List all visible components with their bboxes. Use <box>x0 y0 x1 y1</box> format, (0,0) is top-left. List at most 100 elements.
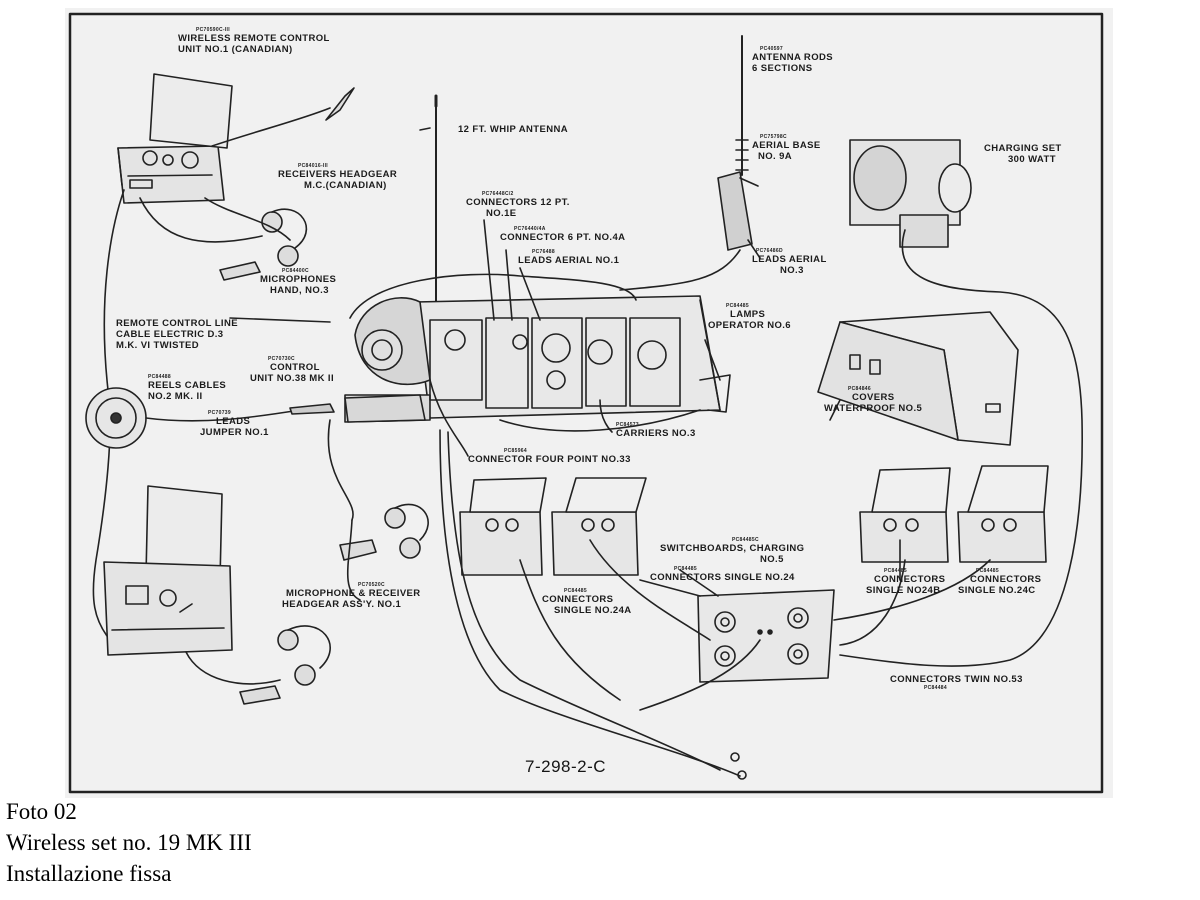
label-charging-set: CHARGING SET 300 WATT <box>984 143 1062 165</box>
label-remote-control-line: REMOTE CONTROL LINE CABLE ELECTRIC D.3 M… <box>116 318 238 351</box>
part-number: PC84485 <box>884 568 907 574</box>
label-line: UNIT NO.38 MK II <box>250 373 334 384</box>
label-line: NO.1E <box>486 208 517 219</box>
part-number: PC40597 <box>760 46 783 52</box>
label-line: CONTROL <box>270 362 320 373</box>
part-number: PC76486D <box>756 248 783 254</box>
label-line: ANTENNA RODS <box>752 52 833 63</box>
figure-number: 7-298-2-C <box>525 757 607 776</box>
label-remote-control-unit: PC70590C-III WIRELESS REMOTE CONTROL UNI… <box>178 27 330 55</box>
label-line: SINGLE NO.24A <box>554 605 632 616</box>
label-line: NO.3 <box>780 265 804 276</box>
label-line: REELS CABLES <box>148 380 227 391</box>
label-lamps: PC84485 LAMPS OPERATOR NO.6 <box>708 303 791 331</box>
label-line: AERIAL BASE <box>752 140 821 151</box>
wireless-set-19 <box>344 295 731 423</box>
label-line: NO.5 <box>760 554 784 565</box>
switchboard-charging <box>697 589 835 683</box>
waterproof-cover <box>817 311 1019 446</box>
label-connectors-single-24a: PC84485 CONNECTORS SINGLE NO.24A <box>540 588 632 616</box>
battery-pair-center <box>459 477 647 576</box>
part-number: PC85964 <box>504 448 527 454</box>
label-line: HEADGEAR ASS'Y. NO.1 <box>282 599 402 610</box>
antenna-rods <box>619 35 753 291</box>
part-number: PC84400C <box>282 268 309 274</box>
part-number: PC84016-III <box>298 163 328 169</box>
label-line: 12 FT. WHIP ANTENNA <box>458 124 568 135</box>
label-line: LEADS <box>216 416 251 427</box>
label-line: LEADS AERIAL NO.1 <box>518 255 620 266</box>
charging-set <box>839 139 1083 667</box>
label-line: LAMPS <box>730 309 766 320</box>
part-number: PC84485C <box>732 537 759 543</box>
label-line: SINGLE NO.24C <box>958 585 1036 596</box>
part-number: PC84485 <box>564 588 587 594</box>
label-line: JUMPER NO.1 <box>200 427 269 438</box>
battery-pair-right <box>859 465 1049 563</box>
part-number: PC84485 <box>726 303 749 309</box>
label-carriers: PC84573 CARRIERS NO.3 <box>616 422 696 439</box>
label-line: HAND, NO.3 <box>270 285 329 296</box>
label-line: CHARGING SET <box>984 143 1062 154</box>
part-number: PC76448C/2 <box>482 191 514 197</box>
label-mic-receiver-assy: PC70520C MICROPHONE & RECEIVER HEADGEAR … <box>282 582 421 610</box>
label-line: CONNECTORS SINGLE NO.24 <box>650 572 795 583</box>
label-line: 6 SECTIONS <box>752 63 813 74</box>
label-line: CONNECTORS 12 PT. <box>466 197 570 208</box>
label-line: RECEIVERS HEADGEAR <box>278 169 398 180</box>
label-line: COVERS <box>852 392 895 403</box>
part-number: PC70739 <box>208 410 231 416</box>
caption-line-1: Foto 02 <box>6 799 77 824</box>
part-number: PC84485 <box>976 568 999 574</box>
part-number: PC84488 <box>148 374 171 380</box>
label-line: UNIT NO.1 (CANADIAN) <box>178 44 293 55</box>
label-line: CARRIERS NO.3 <box>616 428 696 439</box>
part-number: PC76488 <box>532 249 555 255</box>
label-covers: PC84846 COVERS WATERPROOF NO.5 <box>824 386 922 414</box>
part-number: PC76440/4A <box>514 226 546 232</box>
label-line: SWITCHBOARDS, CHARGING <box>660 543 805 554</box>
label-connectors-single-24c: PC84485 CONNECTORS SINGLE NO.24C <box>958 568 1041 596</box>
label-line: WIRELESS REMOTE CONTROL <box>178 33 330 44</box>
label-line: REMOTE CONTROL LINE <box>116 318 238 329</box>
label-connector-6pt: PC76440/4A CONNECTOR 6 PT. NO.4A <box>500 226 625 243</box>
label-antenna-rods: PC40597 ANTENNA RODS 6 SECTIONS <box>752 46 833 74</box>
label-line: NO.2 MK. II <box>148 391 203 402</box>
label-connector-four-point: PC85964 CONNECTOR FOUR POINT NO.33 <box>468 448 631 465</box>
photo-caption: Foto 02 Wireless set no. 19 MK III Insta… <box>6 796 252 889</box>
label-line: SINGLE NO24B <box>866 585 941 596</box>
label-connectors-twin: CONNECTORS TWIN NO.53 PC84484 <box>890 674 1023 691</box>
label-whip-antenna: 12 FT. WHIP ANTENNA <box>458 124 568 135</box>
label-line: CONNECTORS <box>970 574 1042 585</box>
label-leads-jumper: PC70739 LEADS JUMPER NO.1 <box>200 410 269 438</box>
label-line: WATERPROOF NO.5 <box>824 403 923 414</box>
part-number: PC84484 <box>924 685 947 691</box>
label-leads-aerial-1: PC76488 LEADS AERIAL NO.1 <box>518 249 619 266</box>
caption-line-2: Wireless set no. 19 MK III <box>6 830 252 855</box>
label-reels-cables: PC84488 REELS CABLES NO.2 MK. II <box>148 374 226 402</box>
part-number: PC70730C <box>268 356 295 362</box>
diagram-frame <box>68 12 1104 794</box>
label-receivers-headgear: PC84016-III RECEIVERS HEADGEAR M.C.(CANA… <box>278 163 397 191</box>
label-line: MICROPHONES <box>260 274 337 285</box>
label-microphones: PC84400C MICROPHONES HAND, NO.3 <box>260 268 336 296</box>
remote-control-unit <box>117 73 233 204</box>
label-line: NO. 9A <box>758 151 793 162</box>
control-unit-38 <box>289 394 426 521</box>
label-line: CONNECTORS TWIN NO.53 <box>890 674 1023 685</box>
part-number: PC84485 <box>674 566 697 572</box>
label-line: CONNECTORS <box>542 594 614 605</box>
label-leads-aerial-3: PC76486D LEADS AERIAL NO.3 <box>752 248 827 276</box>
label-line: CONNECTOR FOUR POINT NO.33 <box>468 454 631 465</box>
part-number: PC70520C <box>358 582 385 588</box>
label-line: CONNECTOR 6 PT. NO.4A <box>500 232 626 243</box>
label-connectors-single-24b: PC84485 CONNECTORS SINGLE NO24B <box>866 568 945 596</box>
label-line: MICROPHONE & RECEIVER <box>286 588 421 599</box>
headgear-center <box>339 503 429 601</box>
reel-cables <box>85 387 301 449</box>
label-line: CONNECTORS <box>874 574 946 585</box>
caption-line-3: Installazione fissa <box>6 861 172 886</box>
label-line: LEADS AERIAL <box>752 254 827 265</box>
part-number: PC84573 <box>616 422 639 428</box>
